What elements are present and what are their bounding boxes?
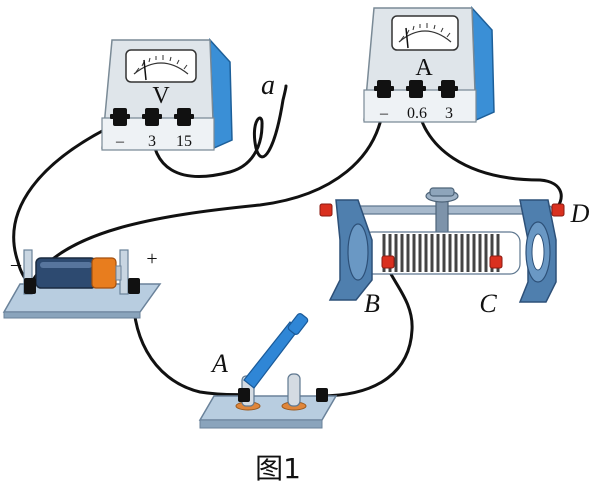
- voltmeter-terminal-minus: –: [115, 133, 125, 150]
- wire-ammeter-to-d: [414, 94, 563, 212]
- battery-plus: +: [146, 248, 157, 270]
- voltmeter-needle: [143, 59, 147, 81]
- voltmeter-symbol: V: [152, 83, 170, 109]
- label-c: C: [479, 289, 497, 318]
- ammeter-needle: [405, 27, 409, 49]
- wire-switch-to-b: [318, 260, 414, 398]
- rheostat: B C D: [319, 187, 590, 318]
- voltmeter-terminals: [110, 108, 194, 126]
- wire-battery-to-switch: [132, 286, 247, 397]
- ammeter-terminal-3: 3: [445, 105, 453, 122]
- battery-minus: –: [10, 253, 22, 275]
- ammeter-terminal-minus: –: [379, 105, 389, 122]
- battery: – +: [2, 248, 162, 319]
- voltmeter-dial: [125, 49, 197, 83]
- label-wire-end-a: a: [261, 70, 275, 101]
- wire-battery-to-ammeter: [28, 98, 386, 287]
- ammeter-terminal-0.6: 0.6: [407, 105, 427, 122]
- voltmeter: V – 3 15: [101, 37, 233, 151]
- rheostat-coil-windings: [382, 234, 500, 272]
- wire-voltmeter-to-a: [150, 84, 288, 178]
- label-switch-a: A: [210, 349, 228, 378]
- switch-handle: [287, 313, 309, 335]
- figure-caption: 图1: [255, 452, 301, 485]
- ammeter-symbol: A: [415, 55, 433, 81]
- voltmeter-terminal-15: 15: [176, 133, 192, 150]
- label-d: D: [570, 199, 590, 228]
- ammeter: A – 0.6 3: [363, 5, 495, 123]
- ammeter-terminals: [374, 80, 458, 98]
- switch: A: [198, 313, 338, 429]
- voltmeter-terminal-3: 3: [148, 133, 156, 150]
- rheostat-binding-posts: [319, 203, 565, 269]
- label-b: B: [364, 289, 380, 318]
- switch-base: [198, 395, 338, 421]
- ammeter-dial: [391, 15, 459, 51]
